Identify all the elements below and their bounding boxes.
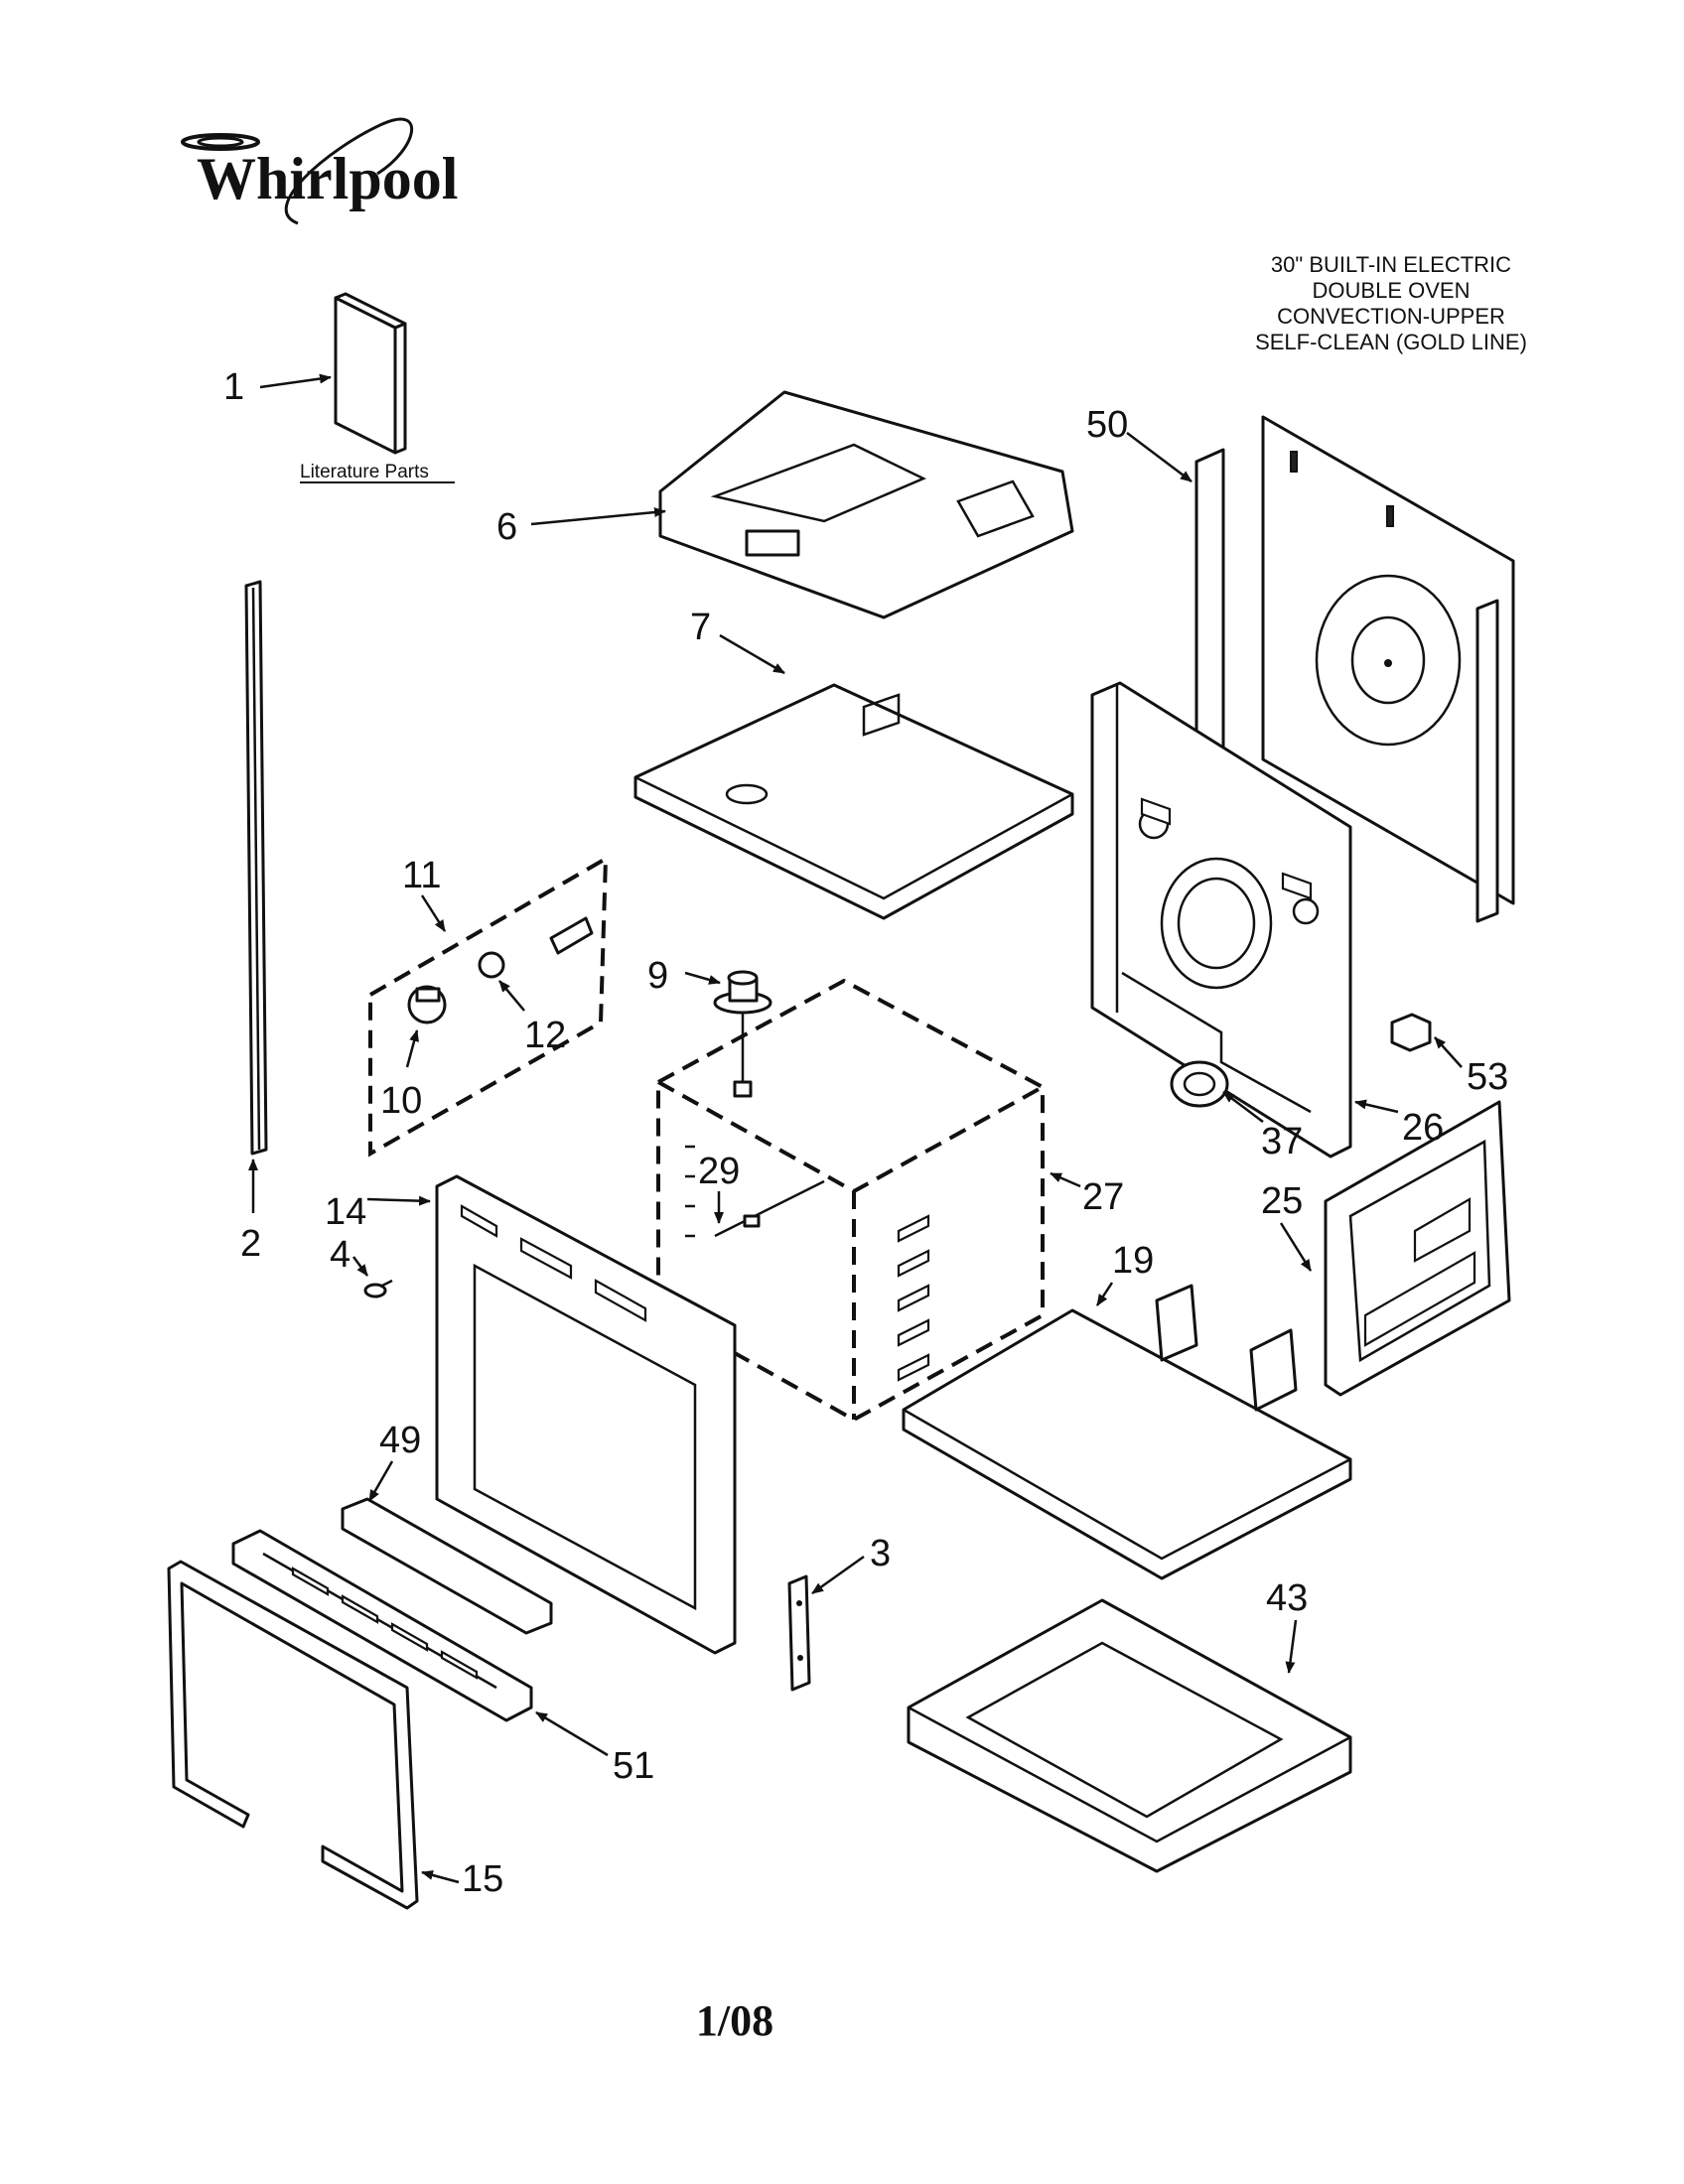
- part-37-gasket: [1170, 1060, 1229, 1108]
- title-line-4: SELF-CLEAN (GOLD LINE): [1255, 330, 1527, 354]
- part-29-element: [714, 1179, 825, 1238]
- part-4-screw: [363, 1279, 393, 1298]
- title-line-2: DOUBLE OVEN: [1313, 278, 1471, 303]
- callout-2: 2: [240, 1223, 261, 1265]
- leader-49: [367, 1460, 394, 1502]
- leader-51: [535, 1710, 609, 1757]
- callout-25: 25: [1261, 1180, 1303, 1222]
- leader-14: [366, 1195, 431, 1206]
- callout-49: 49: [379, 1420, 421, 1461]
- part-51-vent: [231, 1529, 533, 1722]
- leader-9: [684, 971, 721, 985]
- leader-11: [420, 894, 447, 932]
- callout-labels: 1 2 3 4 6 7 9 10 11 12 14 15 19 25 26 27…: [223, 366, 1508, 1900]
- part-15-door-gasket: [167, 1560, 419, 1910]
- part-1-literature: Literature Parts: [300, 292, 455, 483]
- leader-10: [405, 1029, 419, 1068]
- callout-11: 11: [402, 855, 441, 896]
- callout-26: 26: [1402, 1107, 1444, 1149]
- leader-27: [1050, 1171, 1081, 1188]
- callout-19: 19: [1112, 1240, 1154, 1282]
- part-27-oven-liner: [656, 978, 1045, 1423]
- part-3-bracket: [787, 1574, 811, 1692]
- callout-14: 14: [325, 1191, 366, 1233]
- leader-15: [421, 1870, 460, 1884]
- callout-50: 50: [1086, 404, 1128, 446]
- callout-3: 3: [870, 1533, 891, 1574]
- whirlpool-logo: Whirlpool: [181, 117, 458, 225]
- leader-43: [1285, 1619, 1298, 1674]
- part-19-bottom-plate: [902, 1284, 1352, 1580]
- leader-53: [1434, 1036, 1463, 1068]
- title-line-1: 30" BUILT-IN ELECTRIC: [1271, 252, 1511, 277]
- callout-37: 37: [1261, 1121, 1303, 1162]
- leader-1: [259, 373, 332, 389]
- part-49-vent-trim: [341, 1497, 553, 1635]
- callout-7: 7: [690, 607, 711, 648]
- leader-37: [1222, 1091, 1264, 1123]
- leader-19: [1095, 1282, 1114, 1306]
- leader-6: [530, 507, 666, 526]
- callout-12: 12: [524, 1015, 566, 1056]
- literature-parts-label: Literature Parts: [300, 462, 429, 482]
- leader-4: [351, 1256, 369, 1277]
- callout-1: 1: [223, 366, 244, 408]
- part-7-oven-top: [633, 683, 1074, 920]
- title-line-3: CONVECTION-UPPER: [1277, 304, 1505, 329]
- page-footer: 1/08: [696, 1996, 773, 2045]
- callout-15: 15: [462, 1858, 503, 1900]
- leader-26: [1354, 1099, 1399, 1114]
- callout-9: 9: [647, 955, 668, 997]
- part-50-back-panel: [1194, 415, 1515, 1056]
- part-25-side-panel: [1324, 1100, 1511, 1397]
- callout-27: 27: [1082, 1176, 1124, 1218]
- part-9-vent-knob: [713, 970, 772, 1098]
- part-53-bracket: [1390, 1013, 1432, 1052]
- brand-name: Whirlpool: [197, 146, 458, 211]
- callout-29: 29: [698, 1151, 740, 1192]
- part-6-top-shield: [658, 390, 1074, 619]
- leader-12: [498, 980, 525, 1012]
- part-2-trim-strip: [244, 580, 268, 1156]
- model-title: 30" BUILT-IN ELECTRIC DOUBLE OVEN CONVEC…: [1255, 252, 1527, 354]
- part-43-drip-pan: [907, 1598, 1352, 1873]
- callout-43: 43: [1266, 1577, 1308, 1619]
- leader-7: [719, 633, 785, 675]
- leader-25: [1279, 1222, 1313, 1272]
- part-26-convection-back: [1090, 681, 1352, 1159]
- leader-50: [1126, 432, 1193, 482]
- leader-arrows: [248, 373, 1463, 1884]
- part-14-front-frame: [435, 1174, 737, 1655]
- callout-10: 10: [380, 1080, 422, 1122]
- callout-6: 6: [496, 506, 517, 548]
- part-11-light-assembly: [368, 855, 609, 1158]
- callout-53: 53: [1467, 1056, 1508, 1098]
- callout-51: 51: [613, 1745, 654, 1787]
- callout-4: 4: [330, 1234, 351, 1276]
- leader-3: [811, 1555, 865, 1595]
